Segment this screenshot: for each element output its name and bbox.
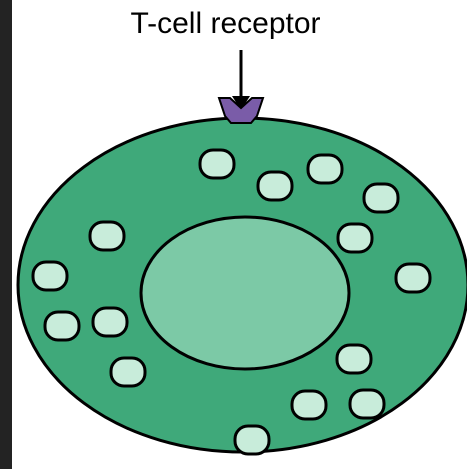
cell-nucleus [141, 217, 349, 369]
granule [364, 184, 398, 212]
granule [258, 172, 292, 200]
granule [45, 312, 79, 340]
granule [396, 264, 430, 292]
granule [235, 426, 269, 454]
granule [111, 358, 145, 386]
granule [338, 224, 372, 252]
granule [90, 222, 124, 250]
granule [292, 391, 326, 419]
granule [93, 308, 127, 336]
granule [200, 150, 234, 178]
granule [350, 390, 384, 418]
granule [33, 262, 67, 290]
granule [337, 345, 371, 373]
granule [308, 155, 342, 183]
